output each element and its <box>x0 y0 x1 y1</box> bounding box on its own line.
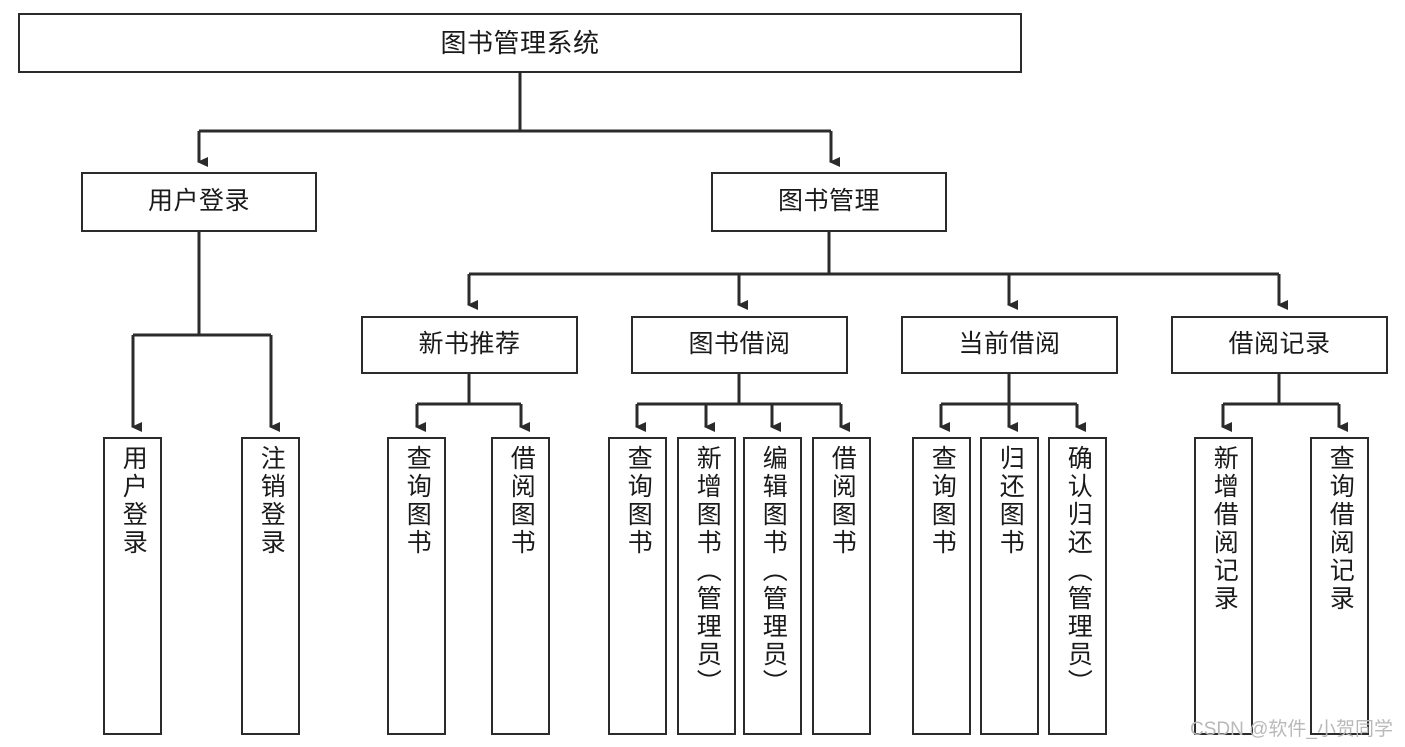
node-book-borrow[interactable]: 图书借阅 <box>631 316 848 374</box>
leaf-current-borrow-query-book[interactable]: 查询图书 <box>912 437 971 735</box>
node-current-borrow[interactable]: 当前借阅 <box>901 316 1118 374</box>
leaf-current-borrow-confirm-return-admin[interactable]: 确认归还（管理员） <box>1048 437 1107 735</box>
node-book-management[interactable]: 图书管理 <box>711 172 947 232</box>
leaf-new-book-borrow-book[interactable]: 借阅图书 <box>491 437 550 735</box>
node-label: 编辑图书（管理员） <box>759 445 788 697</box>
node-label: 用户登录 <box>119 445 148 557</box>
node-label: 查询借阅记录 <box>1326 445 1355 613</box>
leaf-new-book-query-book[interactable]: 查询图书 <box>387 437 446 735</box>
node-label: 查询图书 <box>928 445 957 557</box>
node-label: 新书推荐 <box>418 330 521 359</box>
node-label: 查询图书 <box>624 445 653 557</box>
leaf-borrow-record-add-record[interactable]: 新增借阅记录 <box>1194 437 1253 735</box>
leaf-book-borrow-borrow-book[interactable]: 借阅图书 <box>812 437 871 735</box>
node-root-book-management-system[interactable]: 图书管理系统 <box>18 13 1022 73</box>
node-label: 当前借阅 <box>958 330 1061 359</box>
node-label: 确认归还（管理员） <box>1064 445 1093 697</box>
node-label: 借阅图书 <box>828 445 857 557</box>
leaf-user-login-login[interactable]: 用户登录 <box>103 437 162 735</box>
node-label: 归还图书 <box>996 445 1025 557</box>
leaf-user-login-logout[interactable]: 注销登录 <box>241 437 300 735</box>
node-label: 图书管理 <box>777 187 880 216</box>
leaf-book-borrow-query-book[interactable]: 查询图书 <box>608 437 667 735</box>
node-label: 借阅记录 <box>1228 330 1331 359</box>
node-label: 用户登录 <box>147 187 250 216</box>
csdn-watermark: CSDN @软件_小贺同学 <box>1190 719 1393 740</box>
node-label: 图书借阅 <box>688 330 791 359</box>
node-label: 注销登录 <box>257 445 286 557</box>
node-borrow-record[interactable]: 借阅记录 <box>1171 316 1388 374</box>
node-label: 新增图书（管理员） <box>693 445 722 697</box>
node-new-book-recommend[interactable]: 新书推荐 <box>361 316 578 374</box>
node-label: 查询图书 <box>403 445 432 557</box>
leaf-borrow-record-query-record[interactable]: 查询借阅记录 <box>1310 437 1369 735</box>
leaf-current-borrow-return-book[interactable]: 归还图书 <box>980 437 1039 735</box>
node-label: 图书管理系统 <box>440 27 600 58</box>
node-user-login[interactable]: 用户登录 <box>81 172 317 232</box>
node-label: 借阅图书 <box>507 445 536 557</box>
node-label: 新增借阅记录 <box>1210 445 1239 613</box>
leaf-book-borrow-edit-book-admin[interactable]: 编辑图书（管理员） <box>743 437 802 735</box>
leaf-book-borrow-add-book-admin[interactable]: 新增图书（管理员） <box>677 437 736 735</box>
